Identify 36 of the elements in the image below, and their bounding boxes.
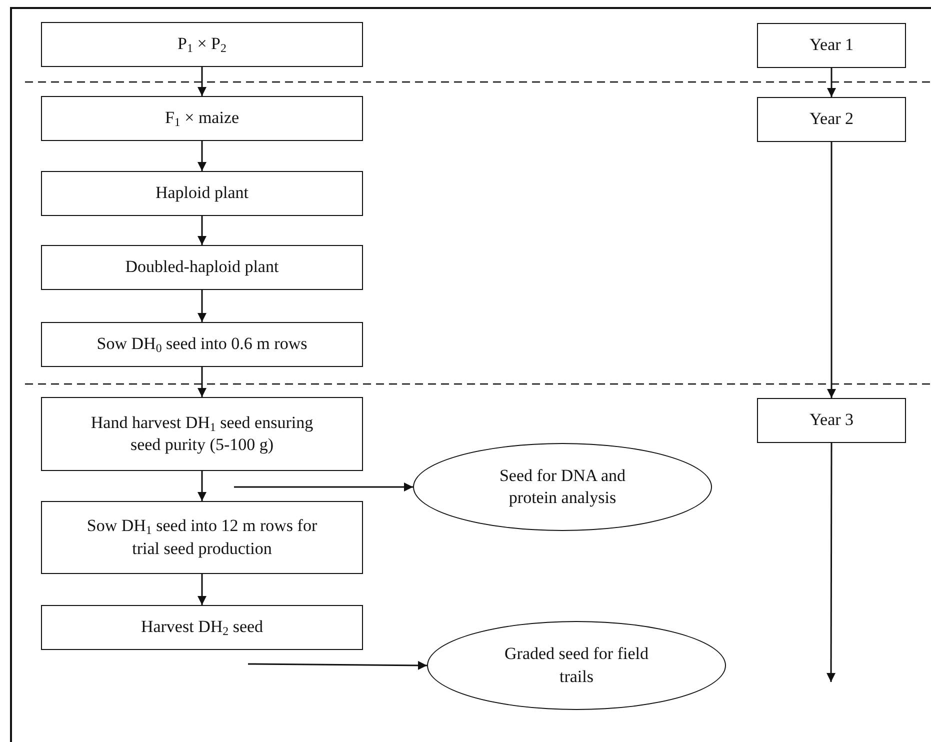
process-box <box>41 22 363 67</box>
node-text: F$_{1}$ × maize <box>164 107 240 130</box>
process-box <box>757 97 906 142</box>
process-box <box>41 171 363 216</box>
process-box <box>41 245 363 290</box>
process-box <box>41 501 363 574</box>
arrow <box>198 67 206 96</box>
arrow <box>198 141 206 171</box>
arrow <box>198 471 206 501</box>
process-box <box>757 23 906 68</box>
process-box <box>41 605 363 650</box>
node-text: P$_{1}$ × P$_{2}$ <box>178 33 226 56</box>
node-text: Year 3 <box>809 409 854 432</box>
arrow <box>198 574 206 605</box>
node-text: Year 2 <box>809 108 854 130</box>
arrow <box>827 142 836 398</box>
arrow <box>248 660 427 670</box>
node-text: Haploid plant <box>155 182 248 204</box>
node-text: Sow DH$_{0}$ seed into 0.6 m rows <box>96 333 308 356</box>
node-text: Hand harvest DH$_{1}$ seed ensuring seed purity (5-100 g) <box>90 412 314 456</box>
process-box <box>41 322 363 367</box>
node-text: Year 1 <box>809 34 854 56</box>
arrow <box>198 216 206 245</box>
process-box <box>41 96 363 141</box>
process-box <box>41 397 363 471</box>
process-box <box>757 398 906 443</box>
node-text: Seed for DNA and protein analysis <box>498 464 627 509</box>
arrow <box>826 443 836 682</box>
node-text: Harvest DH$_{2}$ seed <box>140 616 264 639</box>
arrow <box>198 290 206 322</box>
arrow <box>827 68 836 97</box>
node-text: Doubled-haploid plant <box>125 256 279 278</box>
node-text: Graded seed for field trails <box>504 643 650 688</box>
arrow <box>198 367 206 397</box>
node-text: Sow DH$_{1}$ seed into 12 m rows for trial seed production <box>86 515 318 560</box>
arrow <box>234 482 413 492</box>
